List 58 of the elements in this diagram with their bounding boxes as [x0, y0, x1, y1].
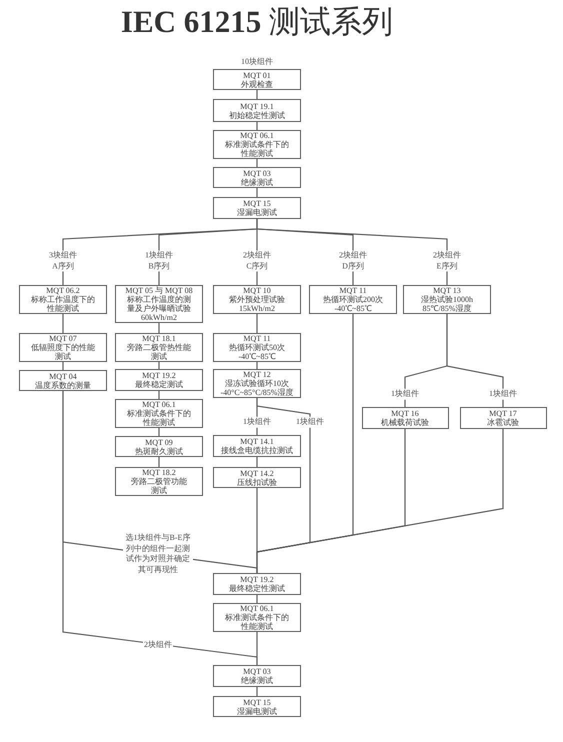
test-step-box: MQT 06.2 标称工作温度下的性能测试	[19, 285, 107, 314]
test-step-box: MQT 15 湿漏电测试	[213, 197, 301, 219]
test-step-box: MQT 09 热斑耐久测试	[115, 436, 203, 457]
edge-label: 选1块组件与B-E序列中的组件一起测试作为对照并确定其可再现性	[123, 533, 193, 575]
test-step-box: MQT 10 紫外预处理试验 15kWh/m2	[213, 285, 301, 314]
test-step-box: MQT 03 绝缘测试	[213, 665, 301, 687]
test-step-box: MQT 19.2 最终稳定性测试	[213, 573, 301, 595]
connector-line	[446, 314, 504, 407]
edge-label: 1块组件	[295, 416, 325, 428]
connector-line	[256, 457, 258, 467]
connector-line	[256, 687, 258, 696]
test-step-box: MQT 11 热循环测试50次 -40℃~85℃	[213, 333, 301, 362]
test-step-box: MQT 14.1 接线盒电缆抗拉测试	[213, 435, 301, 457]
test-step-box: MQT 05 与 MQT 08 标称工作温度的测量及户外曝晒试验 60kWh/m2	[115, 285, 203, 323]
test-step-box: MQT 18.1 旁路二极管热性能测试	[115, 333, 203, 362]
connector-line	[256, 159, 258, 167]
edge-label: 3块组件 A序列	[46, 250, 80, 272]
test-step-box: MQT 14.2 压线扣试验	[213, 467, 301, 488]
connector-line	[256, 188, 258, 197]
test-step-box: MQT 11 热循环测试200次 -40℃~85℃	[309, 285, 397, 314]
connector-line	[256, 595, 258, 603]
connector-line	[256, 122, 258, 130]
test-step-box: MQT 17 冰雹试验	[460, 407, 546, 429]
test-step-box: MQT 13 湿热试验1000h 85℃/85%湿度	[403, 285, 491, 314]
test-step-box: MQT 06.1 标准测试条件下的性能测试	[115, 399, 203, 428]
test-step-box: MQT 01 外观检查	[213, 69, 301, 90]
connector-line	[158, 391, 160, 399]
title: IEC 61215 测试系列	[120, 4, 394, 40]
edge-label: 1块组件	[242, 416, 272, 428]
edge-label: 2块组件 D序列	[336, 250, 370, 272]
test-step-box: MQT 04 温度系数的测量	[19, 370, 107, 391]
test-step-box: MQT 19.2 最终稳定测试	[115, 369, 203, 391]
connector-line	[256, 90, 258, 99]
connector-line	[256, 362, 258, 369]
connector-line	[158, 362, 160, 369]
edge-label: 2块组件	[143, 640, 173, 650]
connector-line	[158, 428, 160, 436]
test-step-box: MQT 19.1 初始稳定性测试	[213, 99, 301, 122]
connector-line	[158, 323, 160, 333]
connector-line	[256, 314, 258, 333]
test-step-box: MQT 16 机械载荷试验	[362, 407, 448, 429]
connector-line	[62, 314, 64, 333]
edge-label: 2块组件 C序列	[240, 250, 274, 272]
connector-line	[62, 362, 64, 370]
connector-line	[256, 219, 448, 285]
connector-line	[62, 391, 258, 665]
test-step-box: MQT 03 绝缘测试	[213, 167, 301, 188]
quantity-label: 10块组件	[240, 56, 274, 68]
test-step-box: MQT 06.1 标准测试条件下的性能测试	[213, 603, 301, 632]
edge-label: 2块组件 E序列	[430, 250, 464, 272]
test-step-box: MQT 06.1 标准测试条件下的性能测试	[213, 130, 301, 159]
test-step-box: MQT 07 低辐照度下的性能测试	[19, 333, 107, 362]
test-step-box: MQT 18.2 旁路二极管功能测试	[115, 467, 203, 496]
test-step-box: MQT 12 湿冻试验循环10次 -40°C~85°C/85%湿度	[213, 369, 301, 398]
test-step-box: MQT 15 湿漏电测试	[213, 696, 301, 717]
connector-line	[158, 457, 160, 467]
edge-label: 1块组件	[390, 388, 420, 400]
edge-label: 1块组件	[488, 388, 518, 400]
